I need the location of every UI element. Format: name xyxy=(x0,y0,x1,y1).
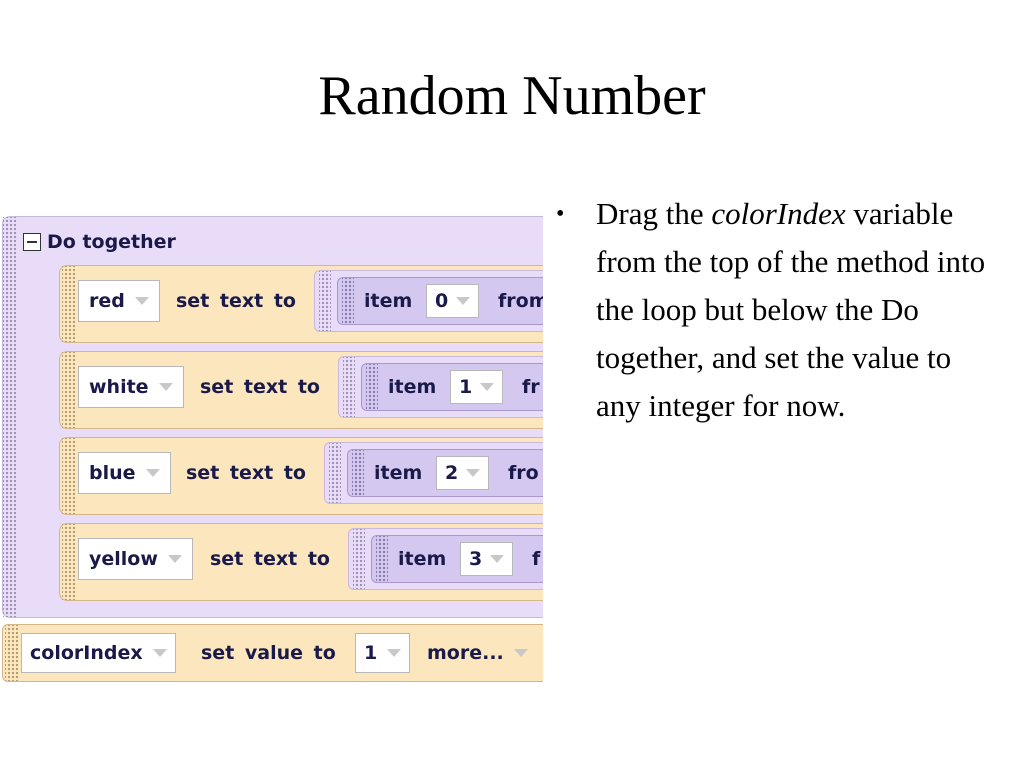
argument-slot[interactable]: item 0 from xyxy=(314,270,543,332)
argument-drag-handle[interactable] xyxy=(329,443,341,503)
chevron-down-icon xyxy=(152,649,167,657)
item-label: item xyxy=(374,462,423,484)
collapse-icon[interactable] xyxy=(23,233,41,251)
instruction-text-start: Drag the xyxy=(596,196,712,231)
chevron-down-icon xyxy=(480,383,495,391)
statement-white[interactable]: white set text to item 1 fr xyxy=(59,351,543,429)
object-label: blue xyxy=(89,462,136,484)
item-drag-handle[interactable] xyxy=(376,536,388,582)
argument-slot[interactable]: item 2 fro xyxy=(324,442,543,504)
argument-drag-handle[interactable] xyxy=(353,529,365,589)
do-together-block[interactable]: Do together red set text to item 0 fr xyxy=(2,216,543,618)
item-label: item xyxy=(388,376,437,398)
slide-title: Random Number xyxy=(318,65,706,127)
chevron-down-icon xyxy=(145,469,160,477)
value-dropdown[interactable]: 1 xyxy=(355,633,411,673)
statement-blue[interactable]: blue set text to item 2 fro xyxy=(59,437,543,515)
object-dropdown-white[interactable]: white xyxy=(78,366,184,408)
chevron-down-icon xyxy=(456,297,471,305)
item-from-block[interactable]: item 3 f xyxy=(371,535,543,583)
instruction-text: Drag the colorIndex variable from the to… xyxy=(596,190,996,430)
item-from-block[interactable]: item 0 from xyxy=(337,277,543,325)
argument-slot[interactable]: item 1 fr xyxy=(338,356,543,418)
index-dropdown-1[interactable]: 1 xyxy=(450,370,504,404)
from-label: fr xyxy=(522,376,540,398)
item-label: item xyxy=(398,548,447,570)
set-text-label: set text to xyxy=(176,290,296,312)
set-value-label: set value to xyxy=(201,642,336,664)
object-dropdown-blue[interactable]: blue xyxy=(78,452,171,494)
object-label: white xyxy=(89,376,149,398)
index-dropdown-0[interactable]: 0 xyxy=(426,284,480,318)
index-value: 0 xyxy=(435,290,449,312)
index-dropdown-2[interactable]: 2 xyxy=(436,456,490,490)
statement-red[interactable]: red set text to item 0 from xyxy=(59,265,543,343)
do-together-drag-handle[interactable] xyxy=(3,217,17,617)
chevron-down-icon xyxy=(158,383,173,391)
value-label: 1 xyxy=(364,642,378,664)
instruction-bullet: • Drag the colorIndex variable from the … xyxy=(556,190,996,430)
from-label: fro xyxy=(508,462,539,484)
statement-drag-handle[interactable] xyxy=(62,524,76,600)
item-label: item xyxy=(364,290,413,312)
variable-dropdown-colorindex[interactable]: colorIndex xyxy=(21,633,176,673)
chevron-down-icon xyxy=(490,555,505,563)
variable-label: colorIndex xyxy=(30,642,143,664)
item-from-block[interactable]: item 2 fro xyxy=(347,449,543,497)
item-drag-handle[interactable] xyxy=(366,364,378,410)
more-dropdown[interactable]: more... xyxy=(427,633,528,673)
chevron-down-icon xyxy=(134,297,149,305)
chevron-down-icon xyxy=(387,649,402,657)
statement-drag-handle[interactable] xyxy=(62,438,76,514)
index-value: 2 xyxy=(445,462,459,484)
from-label: from xyxy=(498,290,543,312)
item-drag-handle[interactable] xyxy=(352,450,364,496)
chevron-down-icon xyxy=(167,555,182,563)
set-text-label: set text to xyxy=(200,376,320,398)
argument-drag-handle[interactable] xyxy=(319,271,331,331)
item-from-block[interactable]: item 1 fr xyxy=(361,363,543,411)
code-editor-area: Do together red set text to item 0 fr xyxy=(0,212,543,684)
instruction-emphasis: colorIndex xyxy=(711,196,846,231)
statement-set-colorindex[interactable]: colorIndex set value to 1 more... xyxy=(2,624,543,682)
instruction-text-end: variable from the top of the method into… xyxy=(596,196,986,423)
statement-drag-handle[interactable] xyxy=(5,625,19,681)
bullet-dot-icon: • xyxy=(556,201,565,227)
statement-yellow[interactable]: yellow set text to item 3 f xyxy=(59,523,543,601)
object-label: yellow xyxy=(89,548,158,570)
chevron-down-icon xyxy=(466,469,481,477)
index-dropdown-3[interactable]: 3 xyxy=(460,542,514,576)
do-together-header: Do together xyxy=(23,229,176,255)
item-drag-handle[interactable] xyxy=(342,278,354,324)
set-text-label: set text to xyxy=(210,548,330,570)
argument-slot[interactable]: item 3 f xyxy=(348,528,543,590)
object-dropdown-red[interactable]: red xyxy=(78,280,160,322)
set-text-label: set text to xyxy=(186,462,306,484)
from-label: f xyxy=(532,548,541,570)
statement-drag-handle[interactable] xyxy=(62,266,76,342)
chevron-down-icon xyxy=(513,649,528,657)
object-dropdown-yellow[interactable]: yellow xyxy=(78,538,193,580)
object-label: red xyxy=(89,290,125,312)
do-together-label: Do together xyxy=(47,231,176,253)
statement-drag-handle[interactable] xyxy=(62,352,76,428)
argument-drag-handle[interactable] xyxy=(343,357,355,417)
more-label: more... xyxy=(427,642,504,664)
index-value: 3 xyxy=(469,548,483,570)
index-value: 1 xyxy=(459,376,473,398)
